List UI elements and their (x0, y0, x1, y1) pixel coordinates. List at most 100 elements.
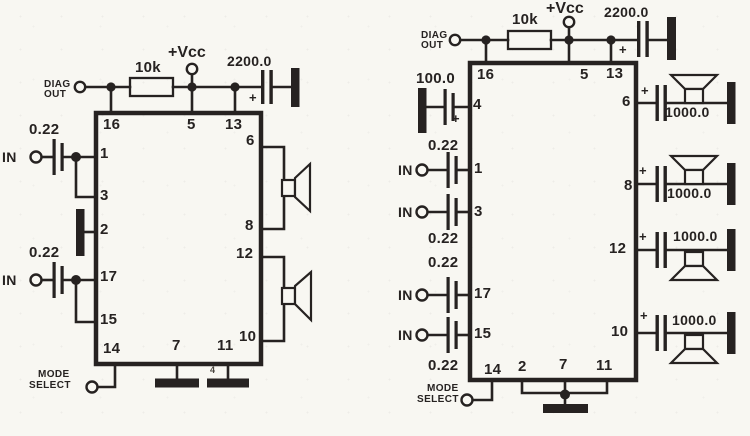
left-pin-label-2: 2 (100, 221, 109, 238)
left-input2-chain (29, 262, 98, 324)
right-in2-terminal (415, 205, 429, 219)
right-pin-label-4: 4 (473, 96, 482, 113)
left-diag-label-line1: DIAG (44, 79, 71, 90)
right-mode-select-chain (460, 378, 494, 407)
left-in1-terminal (29, 150, 43, 164)
right-in4-terminal (415, 328, 429, 342)
left-in1-label: IN (2, 149, 17, 165)
left-mode-label-line2: SELECT (29, 380, 71, 391)
right-resistor-value: 10k (512, 11, 538, 28)
left-pin-label-1: 1 (100, 145, 109, 162)
left-speaker2-cone (293, 269, 313, 323)
right-pin-label-5: 5 (580, 66, 589, 83)
right-out10-plus: + (640, 308, 648, 323)
left-stray-mark: 4 (210, 365, 216, 375)
right-pin-label-8: 8 (624, 177, 633, 194)
left-pin-label-6: 6 (246, 132, 255, 149)
right-resistor (506, 29, 553, 51)
right-in3-label: IN (398, 287, 413, 303)
left-input1-cap-value: 0.22 (29, 121, 60, 138)
left-diag-out-terminal (73, 80, 87, 94)
left-supply-rail (73, 62, 300, 114)
right-input1-cap-value: 0.22 (428, 137, 459, 154)
left-supply-cap-value: 2200.0 (227, 53, 272, 69)
left-pin7-ground-bar (155, 378, 199, 388)
right-pin-label-13: 13 (606, 65, 624, 82)
right-out8-cap-value: 1000.0 (667, 185, 712, 201)
left-mode-label-line1: MODE (38, 369, 70, 380)
left-pin-label-17: 17 (100, 268, 118, 285)
right-output8-chain (634, 154, 736, 205)
right-pin-label-17: 17 (474, 285, 492, 302)
left-speaker1 (259, 145, 312, 231)
right-speaker8 (683, 168, 705, 186)
right-in1-label: IN (398, 162, 413, 178)
left-pin-label-14: 14 (103, 340, 121, 357)
right-pin-label-14: 14 (484, 361, 502, 378)
right-pin-label-16: 16 (477, 66, 495, 83)
right-input3-chain (415, 277, 472, 313)
left-supply-cap-plus: + (249, 90, 257, 105)
right-out12-plus: + (639, 229, 647, 244)
right-out6-plus: + (641, 83, 649, 98)
right-diag-label-line2: OUT (421, 40, 444, 51)
right-pin-label-3: 3 (474, 203, 483, 220)
left-input1-cap (52, 139, 64, 175)
left-resistor (128, 76, 175, 98)
right-pin-label-6: 6 (622, 93, 631, 110)
left-mode-terminal (85, 380, 99, 394)
right-out10-cap-value: 1000.0 (672, 312, 717, 328)
left-input1-chain (29, 139, 98, 199)
right-input4-cap-value: 0.22 (428, 357, 459, 374)
left-pin2-ground (76, 209, 98, 256)
left-pin-label-5: 5 (187, 116, 196, 133)
right-input2-cap-value: 0.22 (428, 230, 459, 247)
right-in1-terminal (415, 163, 429, 177)
right-diag-out-terminal (448, 33, 462, 47)
right-supply-cap-plus: + (619, 42, 627, 57)
right-supply-cap (637, 21, 649, 57)
left-pin-label-11: 11 (217, 337, 234, 354)
right-out8-ground-bar (727, 163, 736, 205)
right-supply-ground-bar (667, 17, 676, 60)
right-output6-chain (634, 73, 736, 124)
right-mode-label-line2: SELECT (417, 394, 459, 405)
right-ic-outline (467, 60, 639, 383)
right-speaker6 (683, 87, 705, 105)
left-in2-label: IN (2, 272, 17, 288)
left-supply-cap (261, 70, 273, 104)
right-pin-label-1: 1 (474, 160, 483, 177)
right-bypass-cap-value: 100.0 (416, 70, 456, 87)
right-in4-label: IN (398, 327, 413, 343)
left-pin11-ground-bar (207, 378, 249, 388)
left-speaker2 (259, 255, 313, 343)
right-in3-terminal (415, 288, 429, 302)
right-bypass-cap (443, 89, 455, 125)
right-mode-label-line1: MODE (427, 383, 459, 394)
right-mode-terminal (460, 393, 474, 407)
right-output10-chain (634, 312, 736, 365)
right-input4-chain (415, 317, 472, 353)
right-speaker12-cone (668, 264, 720, 282)
right-vcc-terminal (562, 15, 576, 29)
left-pin-label-10: 10 (239, 328, 257, 345)
right-vcc-label: +Vcc (546, 0, 584, 17)
right-speaker6-cone (668, 73, 720, 91)
right-pin-label-11: 11 (596, 357, 613, 374)
right-out8-plus: + (639, 163, 647, 178)
right-pin-label-7: 7 (559, 356, 568, 373)
left-pin-label-15: 15 (100, 311, 118, 328)
right-output12-chain (634, 229, 736, 282)
left-mode-select-chain (85, 362, 117, 394)
right-out12-cap-value: 1000.0 (673, 228, 718, 244)
right-pin-label-15: 15 (474, 325, 492, 342)
left-pin-label-12: 12 (236, 245, 254, 262)
left-ic-outline (93, 110, 264, 367)
right-speaker12 (683, 250, 705, 268)
right-out6-cap-value: 1000.0 (665, 104, 710, 120)
left-vcc-terminal (185, 62, 199, 76)
left-input2-cap (52, 262, 64, 298)
right-out12-ground-bar (727, 229, 736, 271)
